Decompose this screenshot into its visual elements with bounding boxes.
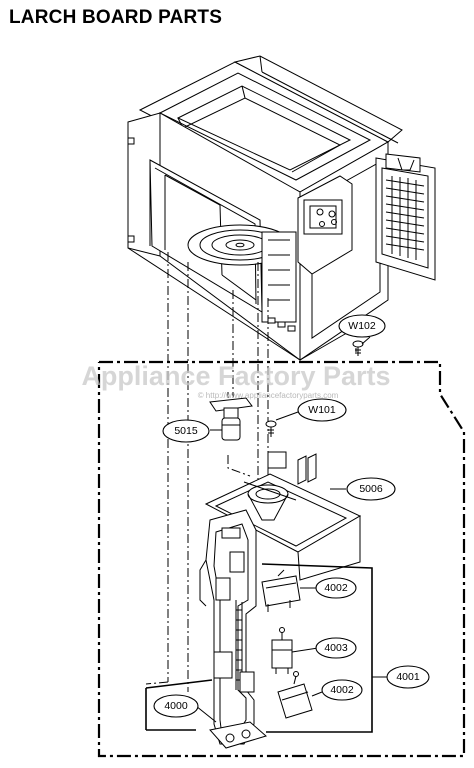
callout-4000: 4000 — [153, 694, 199, 718]
part-4002-lower-drawing — [277, 671, 313, 719]
callout-5006: 5006 — [346, 477, 396, 501]
callout-5006-label: 5006 — [359, 483, 383, 495]
callout-4001-label: 4001 — [396, 671, 420, 683]
callout-4001: 4001 — [386, 665, 430, 689]
watermark-url: © http://www.appliancefactoryparts.com — [198, 391, 339, 400]
part-4002-upper-drawing — [261, 569, 301, 612]
callout-4003-label: 4003 — [324, 642, 348, 654]
part-4003-drawing — [271, 627, 293, 674]
part-5006-drawing — [204, 451, 362, 581]
callout-5015-label: 5015 — [174, 425, 198, 437]
screw-w101-drawing — [265, 420, 277, 437]
callout-5015: 5015 — [162, 419, 210, 443]
page-title: LARCH BOARD PARTS — [9, 7, 223, 28]
callout-4002-upper: 4002 — [315, 577, 357, 599]
part-5015-drawing — [209, 392, 253, 441]
callout-w101: W101 — [297, 398, 347, 422]
part-4000-drawing — [199, 509, 268, 749]
screw-w102-drawing — [352, 340, 364, 356]
watermark-text: Appliance Factory Parts — [81, 361, 390, 391]
callout-w102: W102 — [338, 314, 386, 338]
callout-4002-upper-label: 4002 — [324, 582, 348, 594]
board-assembly-boundary — [97, 360, 466, 758]
callout-w101-label: W101 — [308, 404, 336, 416]
callout-4000-label: 4000 — [164, 700, 188, 712]
callout-w102-label: W102 — [348, 320, 376, 332]
callout-4003: 4003 — [315, 637, 357, 659]
callout-4002-lower: 4002 — [321, 679, 363, 701]
microwave-cabinet-drawing — [127, 55, 436, 361]
callout-4002-lower-label: 4002 — [330, 684, 354, 696]
part-4001-bracket — [145, 563, 388, 733]
